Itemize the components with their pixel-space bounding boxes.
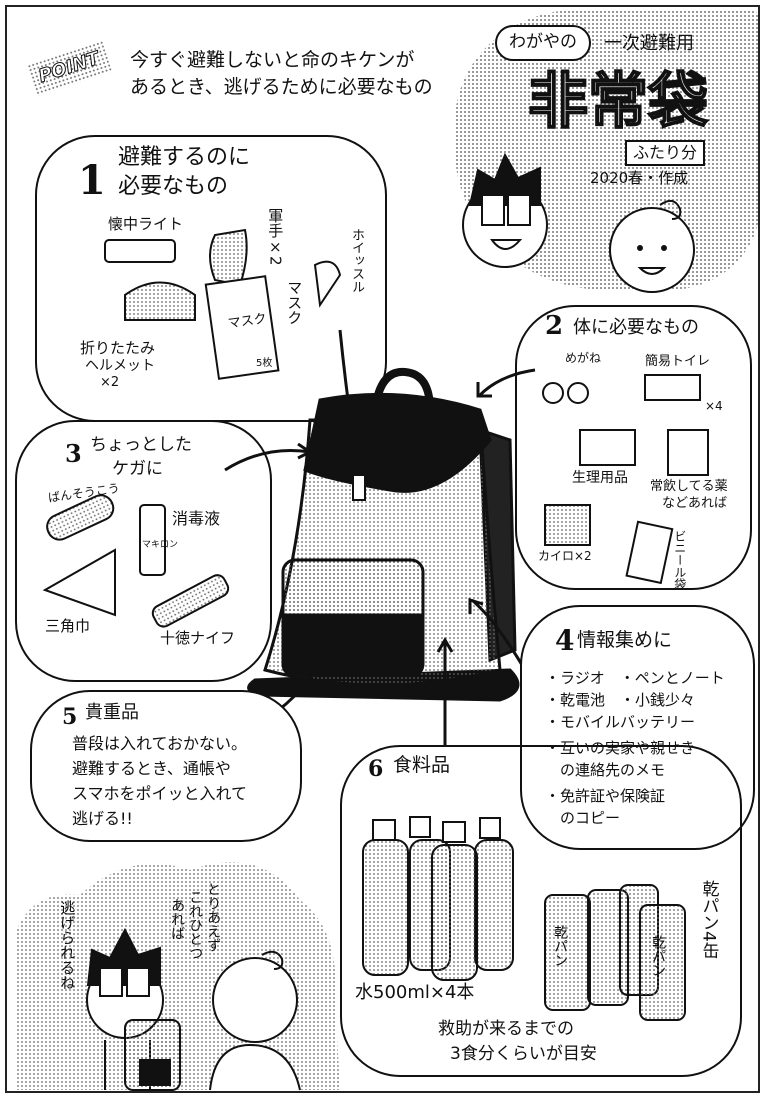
section-6-box: [340, 745, 742, 1077]
item-drawings: [42, 228, 709, 628]
section-1-number: 1: [78, 157, 106, 204]
title-bubble: わがやの: [495, 25, 591, 61]
item-helmet-3: ×2: [100, 375, 120, 390]
woman-dialogue-2: これひとつ: [187, 890, 204, 960]
section-1-title-1: 避難するのに: [118, 145, 251, 170]
item-medicine-1: 常飲してる薬: [650, 479, 728, 494]
section-5-number: 5: [62, 704, 78, 730]
water-label: 水500ml×4本: [355, 982, 475, 1003]
mask-count: 5枚: [256, 358, 273, 369]
s4-line: ・免許証や保険証: [545, 787, 666, 805]
s5-line: 逃げる!!: [72, 809, 133, 828]
item-toilet: 簡易トイレ: [645, 354, 711, 369]
item-knife: 十徳ナイフ: [160, 629, 236, 647]
page-frame: [5, 5, 760, 1093]
section-3-title-1: ちょっとした: [90, 435, 192, 455]
item-flashlight: 懐中ライト: [108, 215, 184, 233]
title-for-two: ふたり分: [625, 140, 706, 167]
title-main: 非常袋: [527, 67, 709, 138]
section-3-number: 3: [65, 439, 82, 468]
hardtack-label: 乾パン4缶: [698, 880, 719, 959]
item-mask: マスク: [285, 280, 304, 325]
point-line-1: 今すぐ避難しないと命のキケンが: [130, 49, 415, 71]
woman-face-illustration: [609, 199, 695, 293]
can-label: 乾パン: [650, 935, 667, 977]
woman-dialogue-3: あれば: [169, 898, 186, 940]
section-2-number: 2: [545, 311, 564, 341]
couple-illustration: [86, 927, 301, 1091]
section-6-number: 6: [368, 756, 384, 782]
s5-line: 避難するとき、通帳や: [72, 759, 231, 778]
section-5-box: [30, 690, 302, 842]
item-plastic-bag: ビニール袋: [672, 530, 687, 590]
s4-line: のコピー: [545, 809, 621, 827]
s4-line: ・ラジオ ・ペンとノート: [545, 669, 725, 687]
hardtack-cans-illustration: [544, 884, 686, 1021]
section-3-title-2: ケガに: [112, 459, 163, 479]
title-subtitle: 一次避難用: [604, 33, 694, 54]
section-4-number: 4: [555, 624, 575, 657]
section-6-title: 食料品: [393, 754, 451, 776]
man-face-illustration: [462, 152, 548, 268]
s4-line: ・互いの実家や親せき: [545, 739, 696, 757]
item-glasses: めがね: [565, 351, 602, 365]
s5-line: スマホをポイッと入れて: [72, 784, 248, 803]
section-3-box: [15, 420, 272, 682]
food-note-1: 救助が来るまでの: [438, 1019, 574, 1039]
item-disinfectant: 消毒液: [172, 509, 221, 528]
s4-line: の連絡先のメモ: [545, 761, 666, 779]
section-2-title: 体に必要なもの: [573, 317, 699, 338]
section-5-title: 貴重品: [85, 702, 139, 723]
section-4-box: [520, 605, 755, 850]
item-gloves: 軍手×2: [266, 208, 285, 266]
s4-line: ・モバイルバッテリー: [545, 713, 696, 731]
item-toilet-count: ×4: [705, 399, 723, 413]
water-bottles-illustration: [362, 816, 514, 981]
food-note-2: 3食分くらいが目安: [450, 1044, 597, 1064]
item-medicine-2: などあれば: [662, 496, 728, 511]
man-dialogue: 逃げられるね: [58, 900, 77, 990]
can-label: 乾パン: [552, 925, 569, 967]
item-triangle-bandage: 三角巾: [45, 617, 91, 635]
bottle-label: マキロン: [142, 540, 179, 550]
title-date: 2020春・作成: [590, 169, 689, 187]
item-sanitary: 生理用品: [572, 470, 628, 486]
item-whistle: ホイッスル: [348, 228, 364, 293]
s5-line: 普段は入れておかない。: [72, 734, 248, 753]
s4-line: ・乾電池 ・小銭少々: [545, 691, 696, 709]
point-line-2: あるとき、逃げるために必要なもの: [130, 76, 433, 98]
item-kairo: カイロ×2: [538, 549, 592, 563]
section-1-title-2: 必要なもの: [118, 174, 229, 199]
section-2-box: [515, 305, 752, 590]
item-helmet-2: ヘルメット: [85, 358, 155, 374]
section-4-title: 情報集めに: [577, 629, 673, 651]
item-helmet-1: 折りたたみ: [80, 339, 156, 357]
woman-dialogue-1: とりあえず: [205, 882, 222, 952]
